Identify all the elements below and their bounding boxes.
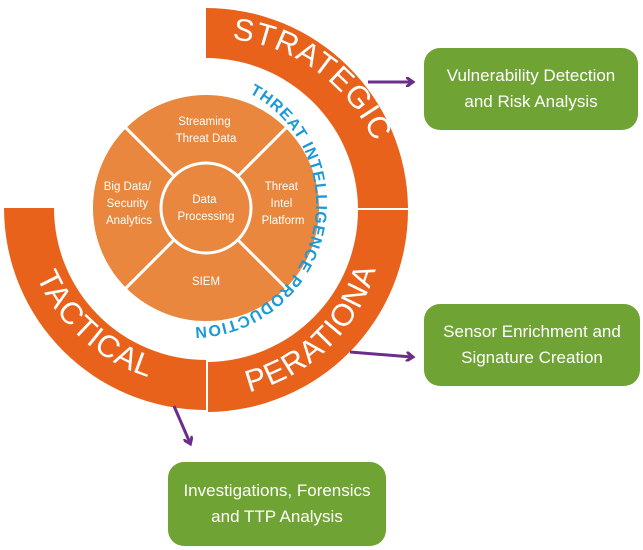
threat-intel-platform-label: Threat Intel Platform [262, 181, 305, 227]
investigations-box: Investigations, Forensics and TTP Analys… [168, 462, 386, 546]
sensor-line-1: Sensor Enrichment and [443, 322, 621, 341]
data-processing-label: Data Processing [178, 194, 235, 223]
operational-ring-segment [208, 210, 409, 412]
investigations-line-2: and TTP Analysis [211, 507, 343, 526]
streaming-threat-data-label: Streaming Threat Data [176, 116, 237, 145]
sector-divider [123, 125, 176, 178]
investigations-line-1: Investigations, Forensics [183, 481, 371, 500]
strategic-ring-segment [206, 7, 408, 208]
vulnerability-line-2: and Risk Analysis [464, 92, 598, 111]
tactical-ring-segment [4, 208, 206, 410]
sensor-line-2: Signature Creation [461, 348, 603, 367]
center-circle [159, 161, 253, 255]
arrow-to-investigations [172, 405, 190, 443]
vulnerability-line-1: Vulnerability Detection [446, 66, 616, 85]
big-data-security-analytics-label: Big Data/ Security Analytics [104, 181, 155, 227]
siem-label: SIEM [192, 276, 220, 288]
sector-divider [123, 238, 176, 291]
vulnerability-detection-box: Vulnerability Detection and Risk Analysi… [424, 48, 638, 130]
sensor-enrichment-box: Sensor Enrichment and Signature Creation [424, 304, 640, 386]
sector-divider [236, 125, 289, 178]
sector-divider [236, 238, 289, 291]
arrow-to-sensor [349, 350, 412, 357]
